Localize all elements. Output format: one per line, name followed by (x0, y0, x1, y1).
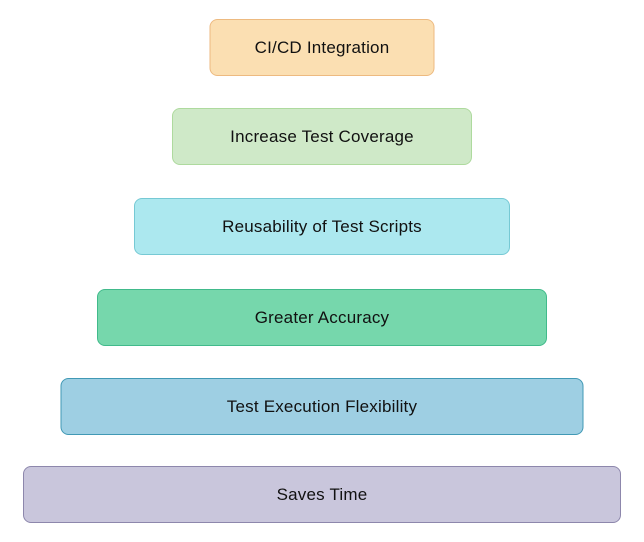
benefit-label: Greater Accuracy (254, 307, 390, 327)
benefit-label: Reusability of Test Scripts (222, 216, 422, 236)
benefit-box-greater-accuracy: Greater Accuracy (97, 289, 547, 346)
benefit-box-test-execution-flexibility: Test Execution Flexibility (60, 378, 584, 435)
benefit-box-reusability-of-test-scripts: Reusability of Test Scripts (134, 198, 510, 255)
benefit-label: Test Execution Flexibility (226, 396, 418, 416)
benefit-label: Saves Time (276, 484, 368, 504)
benefit-label: CI/CD Integration (254, 37, 390, 57)
benefit-box-cicd-integration: CI/CD Integration (209, 19, 435, 76)
benefit-box-saves-time: Saves Time (23, 466, 621, 523)
benefit-box-increase-test-coverage: Increase Test Coverage (172, 108, 472, 165)
benefit-label: Increase Test Coverage (230, 126, 414, 146)
